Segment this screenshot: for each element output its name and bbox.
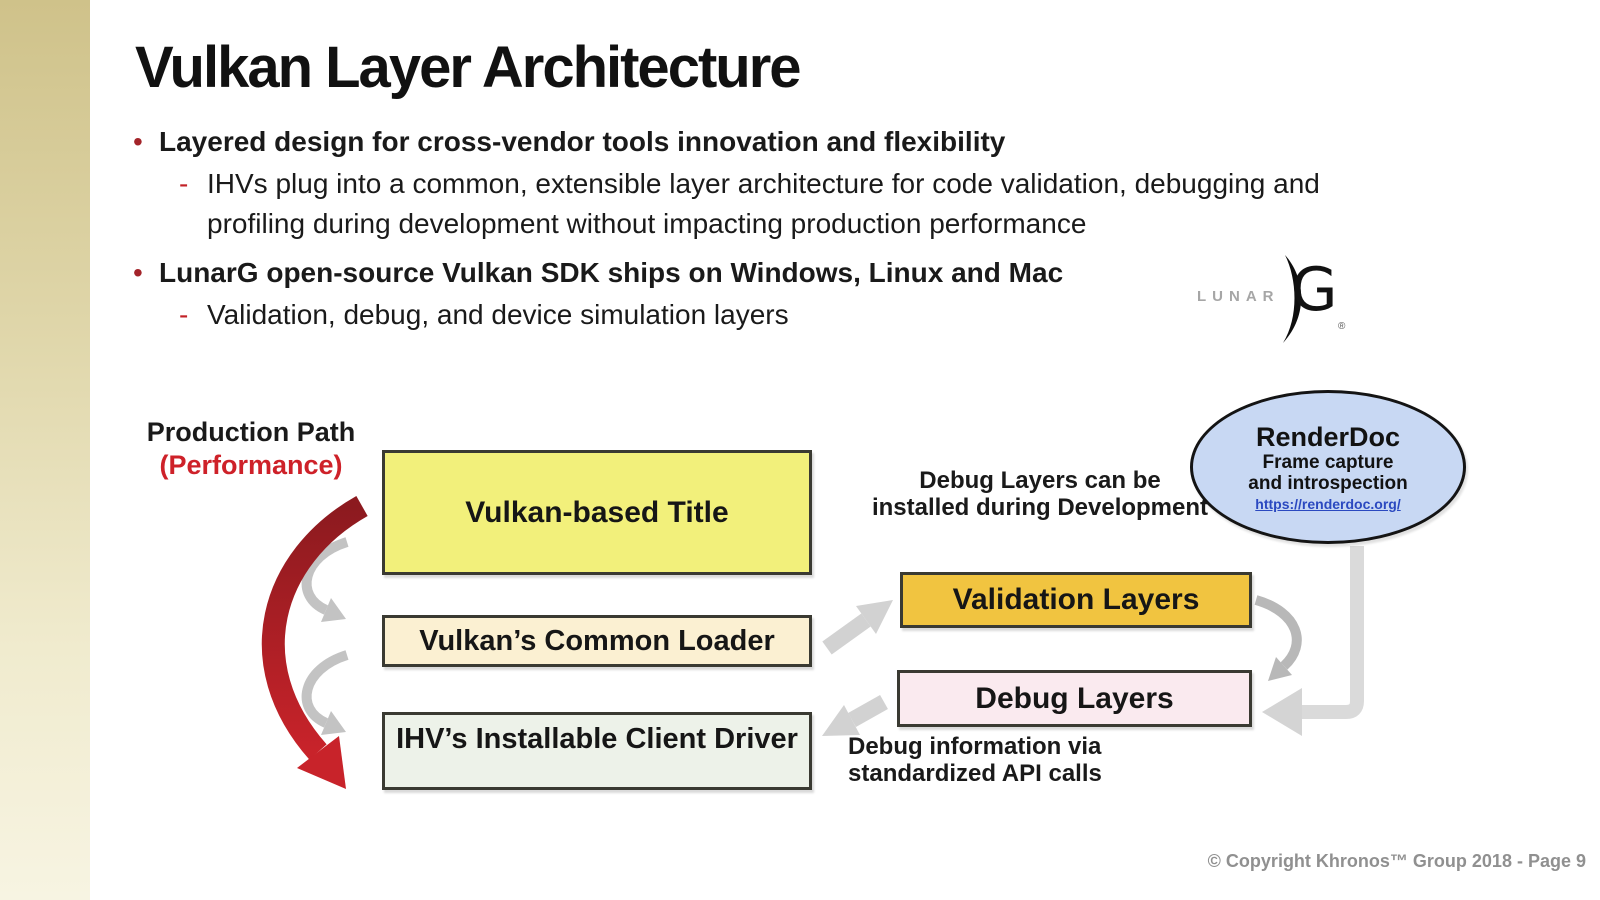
bullet-label: LunarG open-source Vulkan SDK ships on W… xyxy=(159,257,1064,288)
lunarg-crescent-icon xyxy=(1283,255,1302,343)
sub-bullet-label: Validation, debug, and device simulation… xyxy=(207,295,789,335)
performance-label: (Performance) xyxy=(159,450,343,480)
title-to-loader-arrow xyxy=(301,537,349,622)
note-debug-install: Debug Layers can be installed during Dev… xyxy=(865,467,1215,521)
note-line: installed during Development xyxy=(871,494,1209,521)
sub-bullet-item: - IHVs plug into a common, extensible la… xyxy=(179,164,1553,244)
khronos-letters-pre: KHR xyxy=(0,746,6,888)
box-label: Debug Layers xyxy=(975,681,1174,715)
bullet-dot-icon: • xyxy=(133,257,143,288)
production-path-arrow xyxy=(261,495,368,789)
bullet-item: • LunarG open-source Vulkan SDK ships on… xyxy=(133,253,1553,293)
khronos-sidebar: KHRONOS™ GROUP xyxy=(0,0,90,900)
sub-bullet-line: Validation, debug, and device simulation… xyxy=(207,299,789,330)
debug-to-ihv-arrow xyxy=(822,695,888,736)
renderdoc-ellipse: RenderDoc Frame capture and introspectio… xyxy=(1190,390,1466,544)
sub-bullet-label: IHVs plug into a common, extensible laye… xyxy=(207,164,1320,244)
box-validation-layers: Validation Layers xyxy=(900,572,1252,628)
sub-bullet-item: - Validation, debug, and device simulati… xyxy=(179,295,1553,335)
box-ihv-driver: IHV’s Installable Client Driver xyxy=(382,712,812,790)
copyright-footer: © Copyright Khronos™ Group 2018 - Page 9 xyxy=(1207,851,1586,871)
note-debug-info: Debug information via standardized API c… xyxy=(848,733,1102,787)
production-path-line: Production Path xyxy=(146,417,356,447)
box-debug-layers: Debug Layers xyxy=(897,670,1252,727)
renderdoc-to-debug-arrow xyxy=(1262,546,1364,736)
page-title: Vulkan Layer Architecture xyxy=(135,35,802,100)
box-label: Vulkan-based Title xyxy=(465,495,729,529)
bullet-dot-icon: • xyxy=(133,126,143,157)
note-line: Debug information via xyxy=(848,733,1102,760)
box-label: Validation Layers xyxy=(952,583,1200,616)
production-path-label: Production Path (Performance) xyxy=(138,416,364,482)
note-line: Debug Layers can be xyxy=(919,467,1161,494)
box-label: IHV’s Installable Client Driver xyxy=(396,723,798,755)
sub-bullet-line: profiling during development without imp… xyxy=(207,208,1087,239)
box-common-loader: Vulkan’s Common Loader xyxy=(382,615,812,667)
box-label: Vulkan’s Common Loader xyxy=(419,624,775,657)
bullet-label: Layered design for cross-vendor tools in… xyxy=(159,126,1006,157)
lunarg-g-letter: G xyxy=(1291,255,1338,325)
validation-to-debug-arrow xyxy=(1254,595,1302,681)
loader-to-validation-arrow xyxy=(822,600,893,655)
registered-mark: ® xyxy=(1338,321,1346,332)
renderdoc-title: RenderDoc xyxy=(1255,422,1401,452)
box-vulkan-based-title: Vulkan-based Title xyxy=(382,450,812,575)
bullet-item: • Layered design for cross-vendor tools … xyxy=(133,122,1553,162)
renderdoc-subtitle-line: Frame capture xyxy=(1262,452,1394,473)
sub-bullet-line: IHVs plug into a common, extensible laye… xyxy=(207,168,1320,199)
sub-bullet-dash-icon: - xyxy=(179,168,189,199)
renderdoc-link[interactable]: https://renderdoc.org/ xyxy=(1255,496,1401,512)
khronos-logo: KHRONOS™ GROUP xyxy=(0,524,6,888)
renderdoc-subtitle-line: and introspection xyxy=(1248,473,1408,494)
khronos-red-o-icon: O xyxy=(0,697,6,747)
bullet-list: • Layered design for cross-vendor tools … xyxy=(133,122,1553,335)
sub-bullet-dash-icon: - xyxy=(179,299,189,330)
note-line: standardized API calls xyxy=(848,760,1102,787)
khronos-group-label: GROUP xyxy=(0,554,3,662)
lunarg-logo: LUNAR G ® xyxy=(1197,255,1357,351)
loader-to-ihv-arrow xyxy=(301,650,349,735)
lunar-wordmark: LUNAR xyxy=(1197,288,1280,305)
